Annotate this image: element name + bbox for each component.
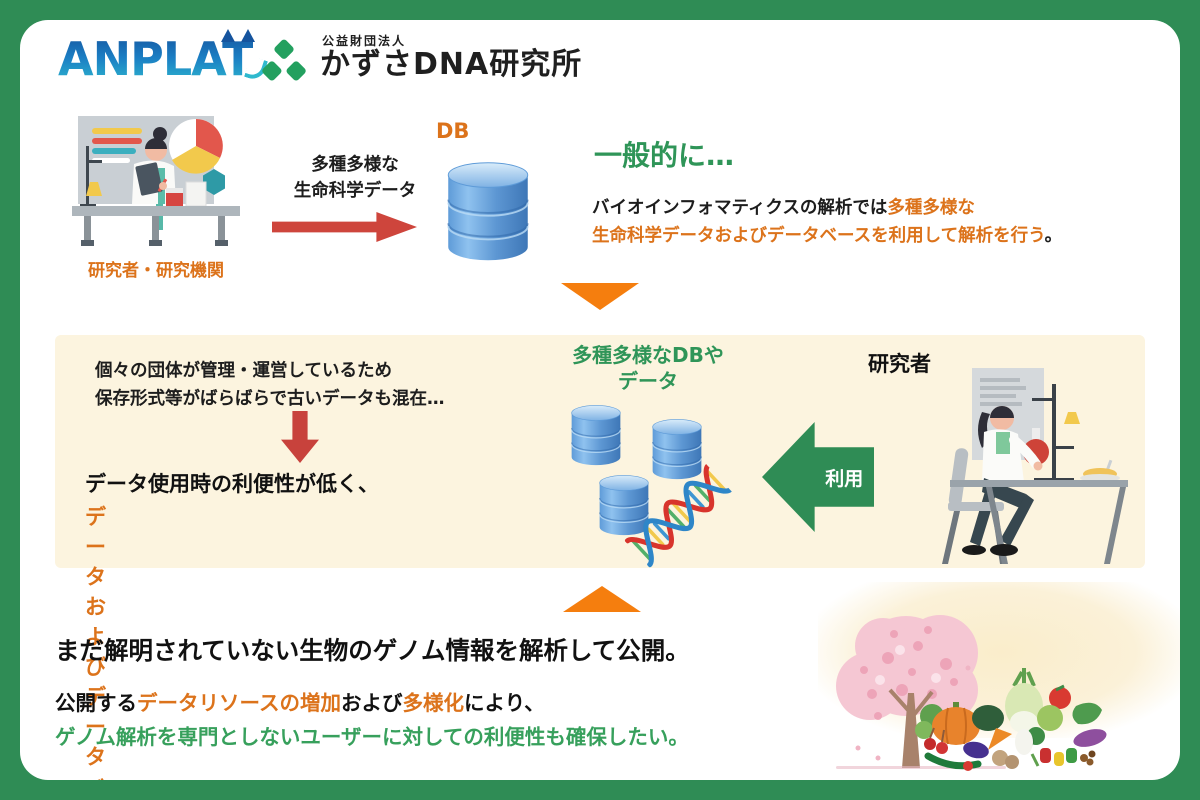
bottom-line2-orange1: データリソースの増加: [137, 691, 341, 715]
db-group-heading: 多種多様なDBや データ: [543, 342, 753, 394]
database-icon: [571, 404, 621, 466]
researcher-label: 研究者: [868, 352, 931, 376]
general-body-orange2: 生命科学データおよびデータベースを利用して解析を行う: [592, 226, 1045, 246]
general-body-orange1: 多種多様な: [887, 198, 975, 218]
flow-arrow-label-line2: 生命科学データ: [293, 181, 417, 202]
researcher-at-desk-illustration: [942, 368, 1128, 564]
bottom-line2-orange2: 多様化: [402, 691, 464, 715]
general-heading: 一般的に…: [594, 139, 735, 172]
result-line-orange: データおよびデータベースの整備に課題: [85, 501, 106, 780]
problem-text: 個々の団体が管理・運営しているため 保存形式等がばらばらで古いデータも混在…: [95, 357, 444, 414]
anplat-logo: ANPLAT: [58, 29, 268, 88]
flow-arrow-label-line1: 多種多様な: [311, 155, 399, 175]
general-body: バイオインフォマティクスの解析では多種多様な 生命科学データおよびデータベースを…: [592, 194, 1062, 250]
result-line-black: データ使用時の利便性が低く、: [85, 472, 379, 496]
problem-line1: 個々の団体が管理・運営しているため: [95, 361, 392, 381]
flow-arrow-label: 多種多様な 生命科学データ: [266, 152, 444, 205]
infographic-canvas: ANPLAT 公益財団法人 かずさDNA研究所: [20, 20, 1180, 780]
orange-triangle-up-icon: [563, 586, 641, 612]
orange-triangle-down-icon: [561, 283, 639, 310]
db-group-heading-line2: データ: [618, 369, 678, 393]
db-label: DB: [436, 119, 470, 143]
cat-ears-icon: [220, 29, 255, 43]
dna-helix-icon: [616, 455, 740, 577]
database-icon: [447, 161, 529, 262]
kazusa-org-type: 公益財団法人: [322, 34, 407, 48]
db-group-heading-line1: 多種多様なDBや: [572, 343, 724, 367]
problem-line2: 保存形式等がばらばらで古いデータも混在…: [95, 389, 445, 410]
red-right-arrow-icon: [272, 212, 417, 242]
cherry-tree-vegetables-illustration: [836, 615, 1107, 771]
bottom-line2: 公開するデータリソースの増加および多様化により、: [55, 686, 545, 716]
use-arrow-label: 利用: [825, 467, 864, 490]
bottom-line2-black3: により、: [463, 691, 545, 715]
lab-researcher-illustration: [72, 116, 240, 246]
anplat-logo-text: ANPLAT: [58, 32, 254, 86]
lab-caption: 研究者・研究機関: [88, 261, 224, 281]
bottom-line3: ゲノム解析を専門としないユーザーに対しての利便性も確保したい。: [55, 725, 689, 749]
kazusa-name: かずさDNA研究所: [320, 47, 583, 82]
bottom-headline: まだ解明されていない生物のゲノム情報を解析して公開。: [55, 636, 690, 665]
general-body-black: バイオインフォマティクスの解析では: [592, 198, 888, 218]
bottom-line2-black2: および: [340, 691, 403, 715]
three-leaf-icon: [262, 39, 306, 81]
bottom-line2-black1: 公開する: [55, 691, 137, 715]
kazusa-dna-logo: 公益財団法人 かずさDNA研究所: [258, 30, 582, 90]
general-body-period: 。: [1044, 226, 1063, 246]
